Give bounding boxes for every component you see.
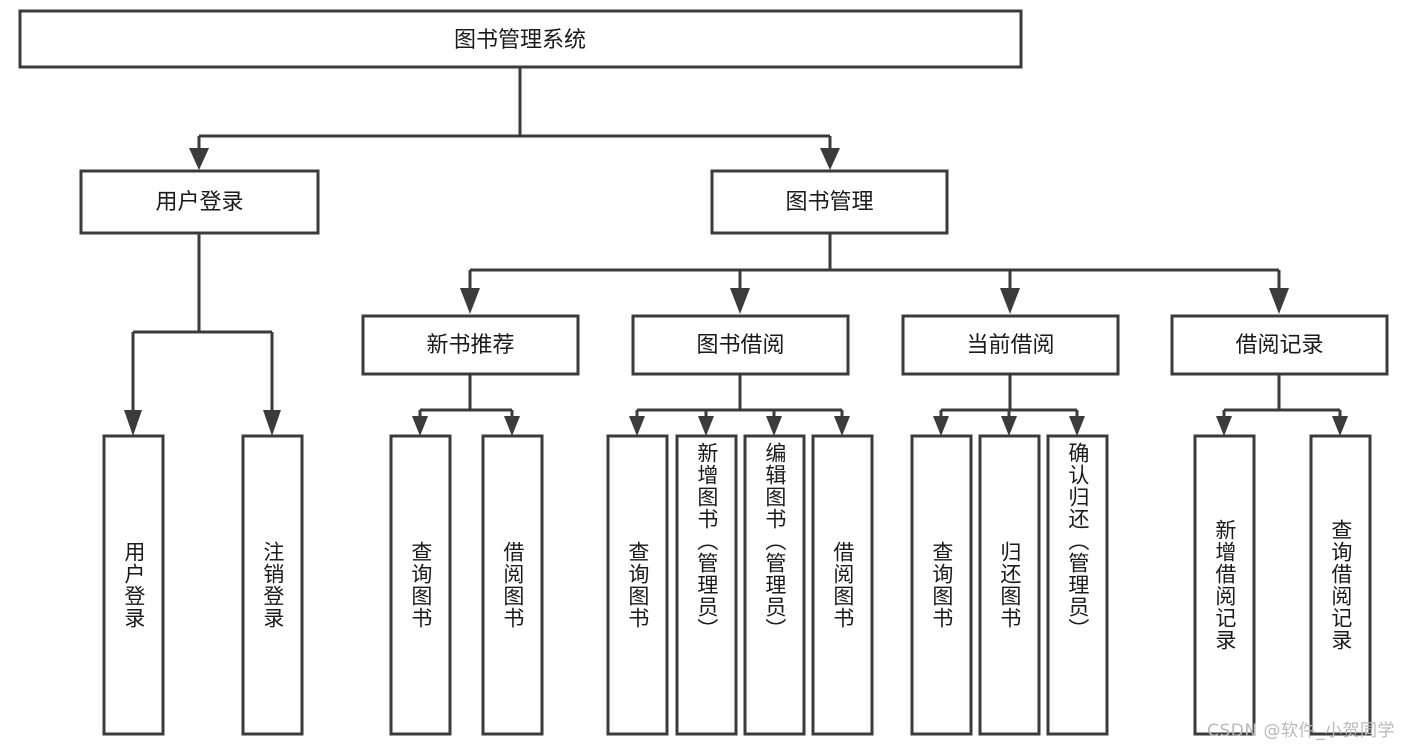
arrowhead-leaf-logout-login	[263, 410, 281, 436]
arrowhead-new-book-recommend	[460, 288, 480, 314]
node-user-login-rect[interactable]	[79, 169, 320, 235]
arrowhead-user-login	[189, 148, 209, 170]
watermark: CSDN @软件_小贺同学	[1207, 721, 1395, 741]
arrowhead-borrow-record	[1269, 288, 1289, 314]
node-borrow-record-label: 借阅记录	[1235, 333, 1323, 358]
node-new-book-recommend[interactable]: 新书推荐	[361, 314, 580, 376]
node-user-login-label: 用户登录	[155, 190, 243, 215]
arrowhead-current-borrow	[1000, 288, 1020, 314]
arrowhead-book-manage	[820, 148, 840, 170]
connector-group-root	[189, 67, 840, 170]
leaf-user-login-rect[interactable]	[102, 434, 165, 736]
arrowhead-leaf-edit-book	[766, 416, 782, 436]
node-book-manage[interactable]: 图书管理	[710, 169, 949, 235]
node-borrow-record[interactable]: 借阅记录	[1170, 314, 1389, 376]
node-book-manage-rect[interactable]	[710, 169, 949, 235]
arrowhead-leaf-add-record	[1216, 416, 1232, 436]
node-book-borrow-label: 图书借阅	[696, 333, 784, 358]
arrowhead-leaf-query-record	[1332, 416, 1348, 436]
node-new-book-recommend-label: 新书推荐	[426, 333, 514, 358]
arrowhead-leaf-add-book	[698, 416, 714, 436]
leaf-confirm-return-rect[interactable]	[1046, 434, 1109, 736]
arrowhead-leaf-user-login	[124, 410, 142, 436]
connector-group-new-book-recommend	[412, 374, 520, 436]
connector-group-book-manage	[460, 233, 1289, 314]
leaf-query-book-2-rect[interactable]	[606, 434, 669, 736]
node-borrow-record-rect[interactable]	[1170, 314, 1389, 376]
arrowhead-leaf-query-book-3	[933, 416, 949, 436]
connector-group-borrow-record	[1216, 374, 1348, 436]
leaf-add-record-rect[interactable]	[1193, 434, 1256, 736]
connector-group-book-borrow	[629, 374, 850, 436]
node-current-borrow-label: 当前借阅	[966, 333, 1054, 358]
arrowhead-book-borrow	[730, 288, 750, 314]
leaf-edit-book-rect[interactable]	[743, 434, 806, 736]
leaf-query-book-1-rect[interactable]	[389, 434, 452, 736]
arrowhead-leaf-borrow-book-2	[834, 416, 850, 436]
node-book-borrow-rect[interactable]	[631, 314, 850, 376]
arrowhead-leaf-borrow-book-1	[504, 416, 520, 436]
node-book-manage-label: 图书管理	[785, 190, 873, 215]
connector-group-current-borrow	[933, 374, 1085, 436]
node-current-borrow[interactable]: 当前借阅	[901, 314, 1120, 376]
arrowhead-leaf-query-book-1	[412, 416, 428, 436]
node-book-borrow[interactable]: 图书借阅	[631, 314, 850, 376]
node-new-book-recommend-rect[interactable]	[361, 314, 580, 376]
leaf-return-book-rect[interactable]	[978, 434, 1041, 736]
node-root[interactable]: 图书管理系统	[18, 9, 1023, 69]
arrowhead-leaf-return-book	[1001, 416, 1017, 436]
leaf-query-record-rect[interactable]	[1309, 434, 1372, 736]
leaf-query-book-3-rect[interactable]	[910, 434, 973, 736]
node-root-label: 图书管理系统	[454, 28, 586, 53]
leaf-logout-login-rect[interactable]	[241, 434, 304, 736]
arrowhead-leaf-confirm-return	[1069, 416, 1085, 436]
leaf-borrow-book-1-rect[interactable]	[481, 434, 544, 736]
node-current-borrow-rect[interactable]	[901, 314, 1120, 376]
connector-group-user-login	[124, 233, 281, 436]
leaf-add-book-rect[interactable]	[675, 434, 738, 736]
node-root-rect[interactable]	[18, 9, 1023, 69]
leaf-borrow-book-2-rect[interactable]	[811, 434, 874, 736]
arrowhead-leaf-query-book-2	[629, 416, 645, 436]
node-user-login[interactable]: 用户登录	[79, 169, 320, 235]
